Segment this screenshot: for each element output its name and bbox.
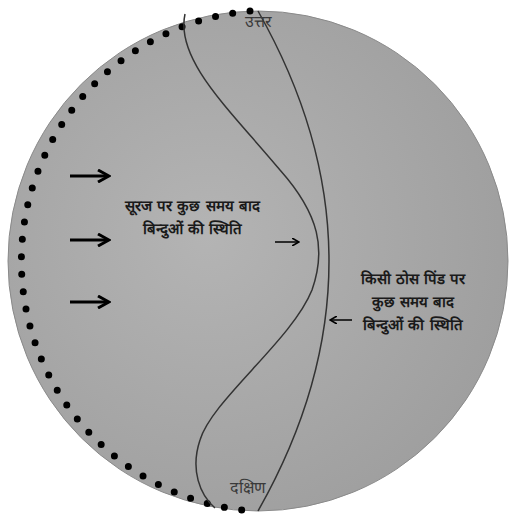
solid-body-line <box>258 11 329 511</box>
sphere <box>8 11 508 511</box>
callout-label: किसी ठोस पिंड पर कुछ समय बाद बिन्दुओं की… <box>357 268 469 337</box>
pointer-arrow <box>275 241 298 243</box>
rotation-arrow <box>70 175 108 178</box>
rotation-arrow <box>70 239 108 242</box>
rotation-arrow <box>70 301 108 304</box>
pointer-arrow <box>331 319 352 321</box>
callout-label: सूरज पर कुछ समय बाद बिन्दुओं की स्थिति <box>125 195 260 241</box>
direction-label: उत्तर <box>213 12 303 32</box>
sun-curve <box>184 14 319 508</box>
direction-label: दक्षिण <box>200 478 295 498</box>
dotted-points <box>21 11 250 511</box>
